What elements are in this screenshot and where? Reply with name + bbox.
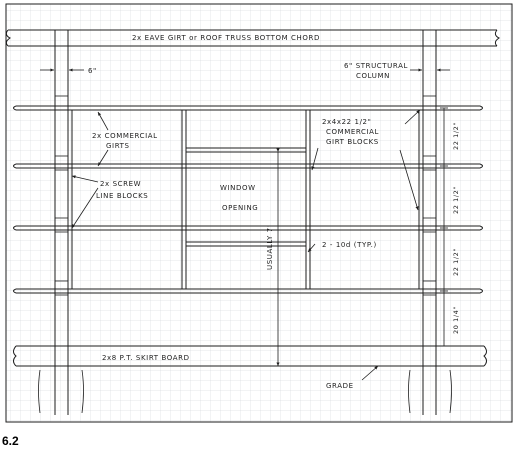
spacing-label-2: 22 1/2" — [452, 186, 460, 214]
commercial-girts — [13, 105, 483, 294]
figure-number: 6.2 — [2, 434, 19, 448]
leader-arrows — [40, 68, 450, 381]
girt-blocks-label-1: 2x4x22 1/2" — [322, 118, 371, 126]
window-opening-label-1: WINDOW — [220, 184, 256, 192]
skirt-board — [13, 345, 487, 367]
eave-girt-label: 2x EAVE GIRT or ROOF TRUSS BOTTOM CHORD — [132, 34, 320, 42]
column-width-label: 6" — [88, 67, 97, 75]
grade-label: GRADE — [326, 382, 354, 390]
eave-girt — [5, 29, 500, 47]
nail-note-label: 2 - 10d (TYP.) — [322, 241, 377, 249]
girt-blocks — [71, 110, 420, 289]
commercial-girts-label-2: GIRTS — [106, 142, 130, 150]
screw-line-blocks-label-2: LINE BLOCKS — [96, 192, 148, 200]
window-opening-label-2: OPENING — [222, 204, 258, 212]
grid-paper — [5, 3, 513, 423]
structural-column-label-1: 6" STRUCTURAL — [344, 62, 408, 70]
spacing-label-3: 22 1/2" — [452, 248, 460, 276]
girt-blocks-label-2: COMMERCIAL — [326, 128, 379, 136]
spacing-label-4: 20 1/4" — [452, 306, 460, 334]
girt-blocks-label-3: GIRT BLOCKS — [326, 138, 379, 146]
screw-line-blocks-label-1: 2x SCREW — [100, 180, 141, 188]
post-holes — [38, 369, 452, 414]
skirt-board-label: 2x8 P.T. SKIRT BOARD — [102, 354, 190, 362]
spacing-dimension-line — [440, 107, 448, 347]
structural-column-label-2: COLUMN — [356, 72, 390, 80]
window-height-label: USUALLY 7' — [266, 225, 274, 270]
commercial-girts-label-1: 2x COMMERCIAL — [92, 132, 158, 140]
screw-line-blocks — [54, 95, 437, 296]
spacing-label-1: 22 1/2" — [452, 122, 460, 150]
